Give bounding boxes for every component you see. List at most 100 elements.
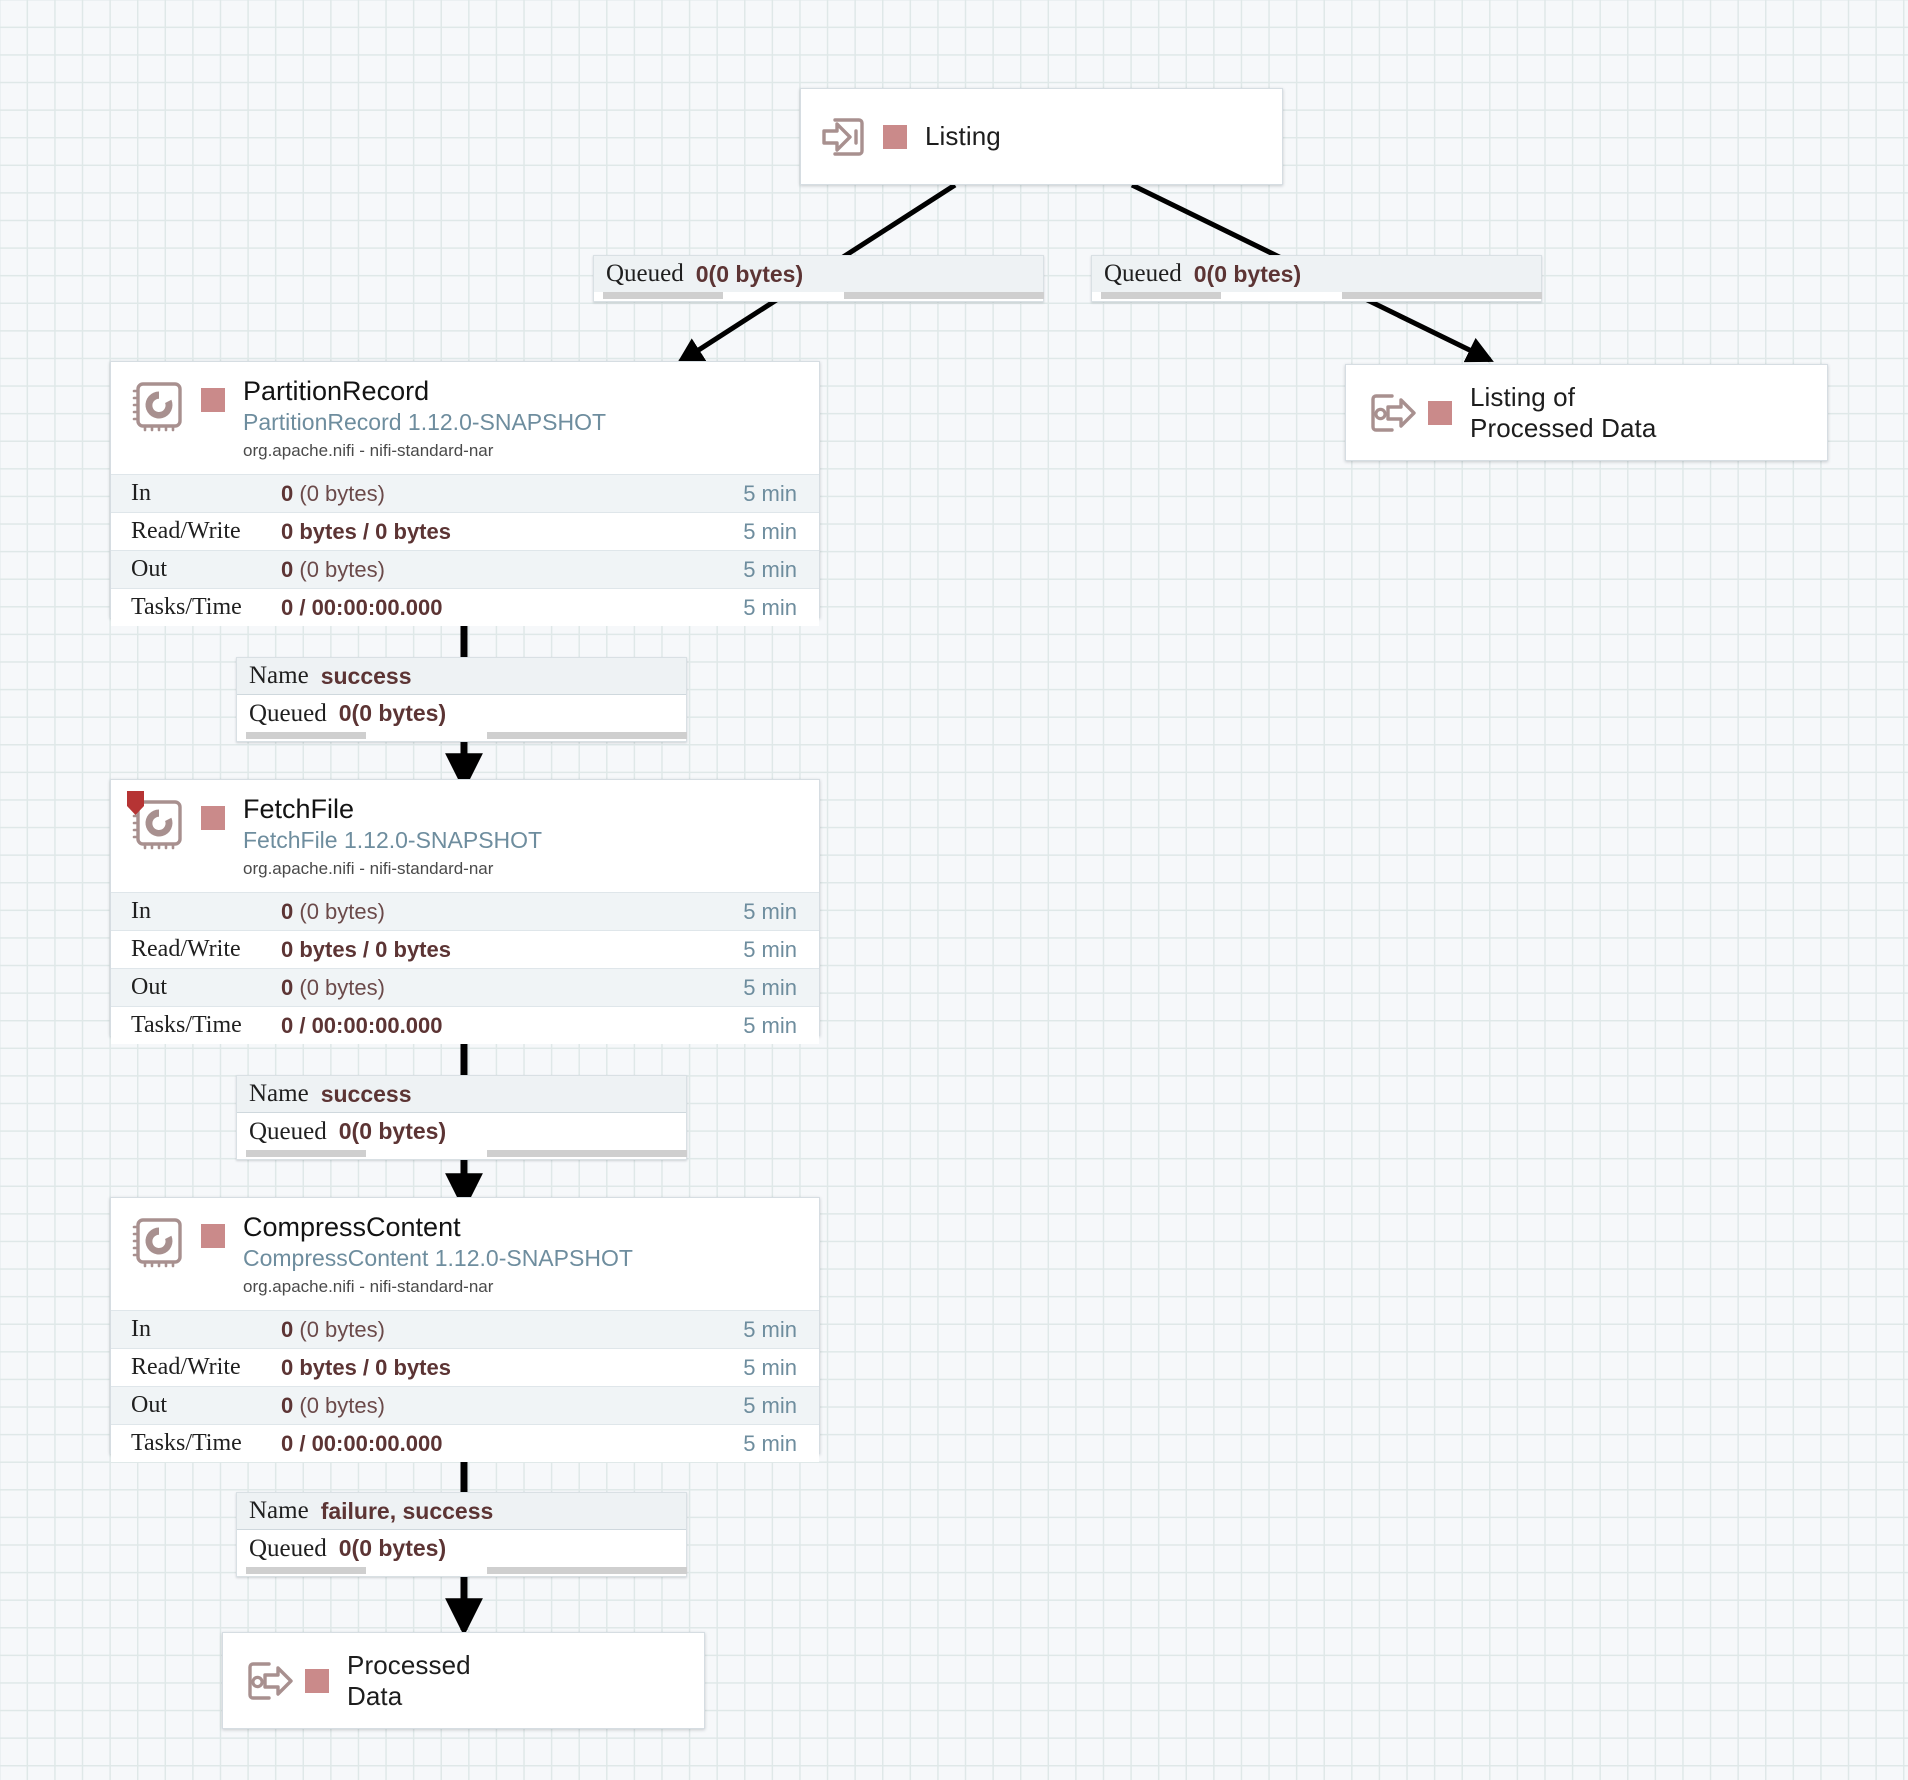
processor-icon: [129, 1212, 191, 1274]
stat-value: 0 / 00:00:00.000: [281, 1012, 443, 1038]
processor-type: PartitionRecord 1.12.0-SNAPSHOT: [243, 409, 607, 436]
stat-timeframe: 5 min: [743, 936, 797, 962]
queued-value: 0: [338, 1535, 352, 1561]
processor-stats: In 0 (0 bytes) 5 min Read/Write 0 bytes …: [111, 892, 819, 1045]
queued-value: 0: [695, 260, 709, 287]
stat-value: 0 (0 bytes): [281, 974, 385, 1000]
node-processor-fetchfile[interactable]: FetchFile FetchFile 1.12.0-SNAPSHOT org.…: [110, 779, 820, 1045]
stat-value: 0 bytes / 0 bytes: [281, 518, 451, 544]
stat-value: 0 (0 bytes): [281, 1316, 385, 1342]
stat-row: Tasks/Time 0 / 00:00:00.000 5 min: [111, 1006, 819, 1045]
queue-size-bar: [487, 732, 687, 739]
queued-label: Queued: [249, 699, 327, 727]
status-chip: [883, 124, 907, 149]
port-label: Processed Data: [347, 1649, 471, 1711]
stat-value: 0 / 00:00:00.000: [281, 594, 443, 620]
connection-label-listing-to-listing-of-processed-data[interactable]: Queued 0 (0 bytes): [1091, 255, 1542, 302]
bulletin-indicator-icon[interactable]: [126, 790, 145, 816]
processor-titles: CompressContent CompressContent 1.12.0-S…: [243, 1212, 633, 1298]
stat-label: Tasks/Time: [131, 594, 242, 621]
processor-header: PartitionRecord PartitionRecord 1.12.0-S…: [111, 362, 819, 474]
stat-row: Read/Write 0 bytes / 0 bytes 5 min: [111, 512, 819, 551]
stat-label: Read/Write: [131, 518, 241, 545]
stat-timeframe: 5 min: [743, 898, 797, 924]
stat-row: Out 0 (0 bytes) 5 min: [111, 1386, 819, 1425]
stat-row: Tasks/Time 0 / 00:00:00.000 5 min: [111, 588, 819, 627]
queued-label: Queued: [249, 1534, 327, 1562]
node-output-port-listing-of-processed-data[interactable]: Listing of Processed Data: [1345, 364, 1828, 461]
connection-label-listing-to-partitionrecord[interactable]: Queued 0 (0 bytes): [593, 255, 1044, 302]
queue-size-bar: [844, 292, 1044, 300]
queued-detail: (0 bytes): [351, 1118, 447, 1144]
status-chip: [201, 806, 225, 830]
connection-label-partitionrecord-to-fetchfile[interactable]: Name success Queued 0 (0 bytes): [236, 657, 687, 742]
processor-bundle: org.apache.nifi - nifi-standard-nar: [243, 440, 494, 460]
stat-row: In 0 (0 bytes) 5 min: [111, 892, 819, 931]
queue-size-bar: [1342, 292, 1542, 300]
stat-timeframe: 5 min: [743, 1430, 797, 1456]
processor-header: FetchFile FetchFile 1.12.0-SNAPSHOT org.…: [111, 780, 819, 892]
node-input-port-listing[interactable]: Listing: [800, 88, 1283, 185]
stat-label: In: [131, 480, 151, 507]
stat-value: 0 / 00:00:00.000: [281, 1430, 443, 1456]
processor-icon: [129, 376, 191, 438]
connection-queued-row: Queued 0 (0 bytes): [594, 256, 1043, 293]
port-label: Listing: [925, 121, 1001, 152]
relationship-names: success: [320, 662, 412, 689]
stat-value: 0 (0 bytes): [281, 556, 385, 582]
stat-label: Read/Write: [131, 936, 241, 963]
input-port-icon: [817, 110, 871, 164]
relationship-names: success: [320, 1080, 412, 1107]
stat-row: Tasks/Time 0 / 00:00:00.000 5 min: [111, 1424, 819, 1463]
queued-value: 0: [338, 1118, 352, 1144]
stat-timeframe: 5 min: [743, 1316, 797, 1342]
stat-label: Out: [131, 1392, 167, 1419]
name-label: Name: [249, 1080, 309, 1107]
stat-label: Tasks/Time: [131, 1430, 242, 1457]
stat-timeframe: 5 min: [743, 480, 797, 506]
node-processor-partitionrecord[interactable]: PartitionRecord PartitionRecord 1.12.0-S…: [110, 361, 820, 627]
stat-value: 0 bytes / 0 bytes: [281, 936, 451, 962]
queued-value: 0: [1193, 260, 1207, 287]
relationship-names: failure, success: [320, 1497, 494, 1524]
connection-queued-row: Queued 0 (0 bytes): [237, 695, 686, 732]
connection-label-fetchfile-to-compresscontent[interactable]: Name success Queued 0 (0 bytes): [236, 1075, 687, 1160]
status-chip: [201, 388, 225, 412]
stat-label: Read/Write: [131, 1354, 241, 1381]
stat-value: 0 (0 bytes): [281, 1392, 385, 1418]
processor-name: FetchFile: [243, 794, 355, 824]
processor-bundle: org.apache.nifi - nifi-standard-nar: [243, 858, 494, 878]
queue-count-bar: [246, 1150, 366, 1157]
connection-name-row: Name success: [237, 1076, 686, 1113]
output-port-icon: [239, 1654, 293, 1708]
connection-name-row: Name failure, success: [237, 1493, 686, 1530]
port-label: Listing of Processed Data: [1470, 381, 1657, 443]
node-output-port-processed-data[interactable]: Processed Data: [222, 1632, 705, 1729]
queue-count-bar: [246, 732, 366, 739]
queue-progress-bars: [237, 732, 687, 741]
node-processor-compresscontent[interactable]: CompressContent CompressContent 1.12.0-S…: [110, 1197, 820, 1463]
stat-row: In 0 (0 bytes) 5 min: [111, 1310, 819, 1349]
queued-detail: (0 bytes): [708, 260, 804, 287]
stat-timeframe: 5 min: [743, 1012, 797, 1038]
connection-name-row: Name success: [237, 658, 686, 695]
stat-label: Out: [131, 556, 167, 583]
queue-progress-bars: [237, 1150, 687, 1159]
queue-count-bar: [1101, 292, 1221, 300]
stat-row: Out 0 (0 bytes) 5 min: [111, 550, 819, 589]
queued-label: Queued: [249, 1117, 327, 1145]
connection-queued-row: Queued 0 (0 bytes): [237, 1113, 686, 1150]
stat-timeframe: 5 min: [743, 594, 797, 620]
stat-row: In 0 (0 bytes) 5 min: [111, 474, 819, 513]
processor-bundle: org.apache.nifi - nifi-standard-nar: [243, 1276, 494, 1296]
processor-stats: In 0 (0 bytes) 5 min Read/Write 0 bytes …: [111, 1310, 819, 1463]
stat-row: Read/Write 0 bytes / 0 bytes 5 min: [111, 930, 819, 969]
stat-row: Read/Write 0 bytes / 0 bytes 5 min: [111, 1348, 819, 1387]
connection-label-compresscontent-to-processed-data[interactable]: Name failure, success Queued 0 (0 bytes): [236, 1492, 687, 1577]
output-port-icon: [1362, 386, 1416, 440]
processor-icon: [127, 791, 191, 856]
status-chip: [201, 1224, 225, 1248]
queue-progress-bars: [1092, 292, 1542, 301]
queue-size-bar: [487, 1567, 687, 1574]
